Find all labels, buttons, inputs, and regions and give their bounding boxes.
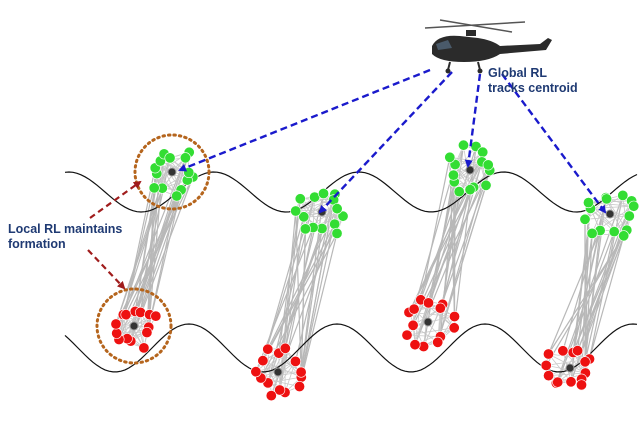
agent-b <box>408 320 418 330</box>
agent-a <box>291 206 301 216</box>
agent-b <box>402 330 412 340</box>
agent-b <box>263 344 273 354</box>
local-rl-label: Local RL maintains formation <box>8 222 138 252</box>
wheel <box>446 69 451 74</box>
global-rl-label-line-1: Global RL <box>488 66 608 81</box>
agent-b <box>558 346 568 356</box>
agent-a <box>180 153 190 163</box>
formation-centroid <box>606 210 614 218</box>
formation-centroid <box>130 322 138 330</box>
agent-b <box>541 360 551 370</box>
formation-A-2 <box>445 140 495 197</box>
agent-a <box>601 194 611 204</box>
local-rl-arrow <box>90 182 140 218</box>
agent-b <box>290 356 300 366</box>
agent-b <box>258 356 268 366</box>
agent-a <box>332 228 342 238</box>
agent-b <box>409 304 419 314</box>
global-rl-label: Global RL tracks centroid <box>488 66 608 96</box>
agent-a <box>458 140 468 150</box>
local-rl-label-line-2: formation <box>8 237 138 252</box>
formation-centroid <box>274 368 282 376</box>
agent-b <box>280 343 290 353</box>
agent-b <box>139 343 149 353</box>
agent-b <box>543 370 553 380</box>
agent-a <box>300 224 310 234</box>
agent-b <box>410 340 420 350</box>
agent-b <box>543 349 553 359</box>
formation-centroid <box>424 318 432 326</box>
agent-a <box>583 197 593 207</box>
agent-a <box>332 204 342 214</box>
agent-b <box>572 346 582 356</box>
agent-b <box>423 298 433 308</box>
agent-b <box>151 311 161 321</box>
agent-a <box>318 188 328 198</box>
agent-b <box>435 303 445 313</box>
agent-a <box>587 228 597 238</box>
agent-a <box>580 214 590 224</box>
agent-b <box>121 310 131 320</box>
formation-A-3 <box>580 190 639 241</box>
agent-b <box>142 327 152 337</box>
agent-b <box>111 319 121 329</box>
local-rl-arrow <box>88 250 124 288</box>
agent-b <box>580 357 590 367</box>
agent-b <box>112 328 122 338</box>
formation-centroid <box>168 168 176 176</box>
agent-a <box>619 231 629 241</box>
agent-b <box>294 381 304 391</box>
global-rl-label-line-2: tracks centroid <box>488 81 608 96</box>
agent-a <box>624 211 634 221</box>
agent-b <box>433 337 443 347</box>
agent-b <box>266 390 276 400</box>
agent-formations <box>111 140 639 401</box>
helicopter-body <box>432 36 552 62</box>
agent-a <box>149 183 159 193</box>
agent-a <box>445 152 455 162</box>
wheel <box>478 69 483 74</box>
inter-swarm-links <box>116 145 634 395</box>
agent-b <box>449 311 459 321</box>
agent-b <box>566 377 576 387</box>
local-rl-label-line-1: Local RL maintains <box>8 222 138 237</box>
agent-b <box>449 323 459 333</box>
formation-centroid <box>466 166 474 174</box>
agent-a <box>629 201 639 211</box>
rotor-blade <box>425 22 525 28</box>
agent-a <box>454 186 464 196</box>
agent-a <box>465 185 475 195</box>
agent-a <box>172 191 182 201</box>
rotor-hub <box>466 30 476 36</box>
agent-a <box>609 226 619 236</box>
global-rl-arrow <box>180 70 430 170</box>
agent-a <box>295 194 305 204</box>
agent-a <box>478 147 488 157</box>
agent-a <box>165 153 175 163</box>
agent-b <box>553 377 563 387</box>
agent-a <box>483 160 493 170</box>
agent-a <box>448 170 458 180</box>
global-rl-arrow <box>320 72 452 212</box>
agent-b <box>576 380 586 390</box>
agent-b <box>135 307 145 317</box>
formation-centroid <box>566 364 574 372</box>
agent-b <box>296 367 306 377</box>
agent-a <box>330 219 340 229</box>
formation-A-0 <box>149 147 198 201</box>
agent-b <box>251 367 261 377</box>
agent-a <box>481 180 491 190</box>
